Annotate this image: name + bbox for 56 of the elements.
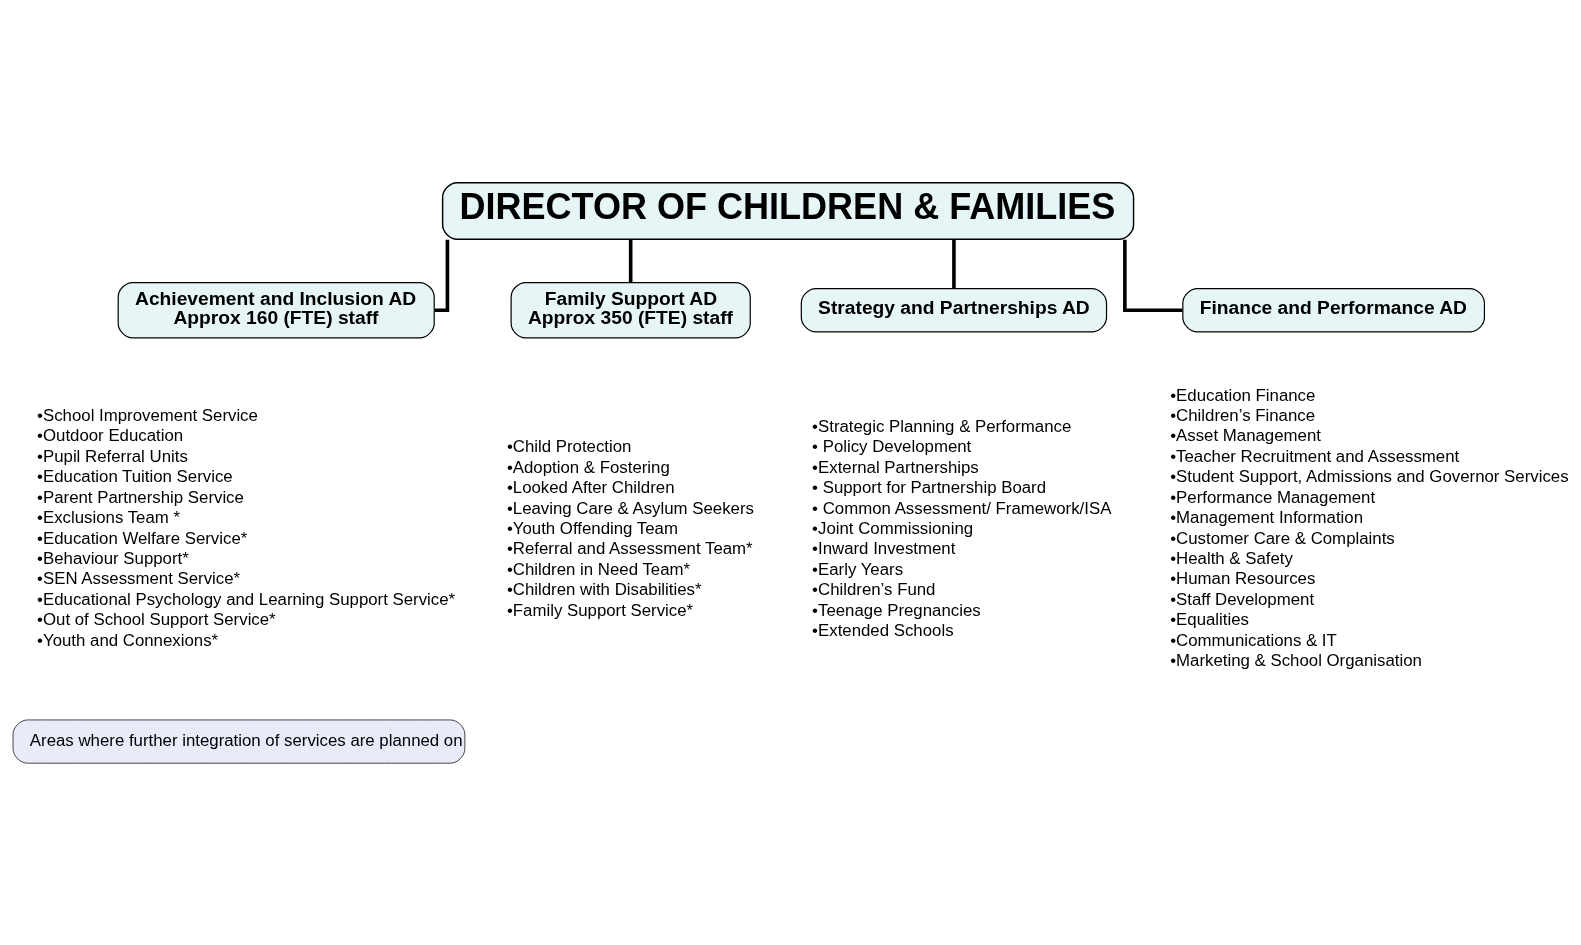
- node-label: •External Partnerships: [812, 457, 979, 477]
- node-label: •Parent Partnership Service: [37, 487, 244, 507]
- node-label: •Out of School Support Service*: [37, 609, 276, 629]
- node-label: •Marketing & School Organisation: [1170, 650, 1422, 670]
- node-label: •Inward Investment: [812, 538, 956, 558]
- node-label: •Extended Schools: [812, 620, 954, 640]
- node-label: •Child Protection: [506, 436, 632, 456]
- node-label: •Pupil Referral Units: [37, 446, 188, 466]
- node-label: •Asset Management: [1170, 425, 1321, 445]
- node-label: •Staff Development: [1170, 589, 1315, 609]
- node-label: •Early Years: [812, 559, 904, 579]
- node-label: •Children’s Fund: [812, 579, 936, 599]
- node-box: Strategy and Partnerships AD: [800, 287, 1108, 332]
- node-box: Family Support AD Approx 350 (FTE) staff: [510, 281, 751, 338]
- node-label: •Student Support, Admissions and Governor Services: [1170, 466, 1569, 486]
- node-label: •Referral and Assessment Team*: [506, 538, 753, 558]
- node-label: •Outdoor Education: [37, 425, 184, 445]
- node-label: •Adoption & Fostering: [506, 457, 670, 477]
- node-label: •Strategic Planning & Performance: [812, 416, 1072, 436]
- connector: [1123, 239, 1183, 312]
- connector: [628, 239, 633, 282]
- node-label: •Leaving Care & Asylum Seekers: [506, 497, 754, 517]
- node-label: •SEN Assessment Service*: [37, 568, 241, 588]
- node-label: •Educational Psychology and Learning Support Service*: [37, 589, 456, 609]
- node-box: Areas where further integration of services are planned on: [12, 719, 466, 764]
- node-label: •Joint Commissioning: [812, 518, 974, 538]
- node-label: •Equalities: [1170, 609, 1250, 629]
- node-label: •Behaviour Support*: [37, 548, 189, 568]
- node-label: • Support for Partnership Board: [812, 477, 1047, 497]
- node-label: •Youth and Connexions*: [37, 630, 219, 650]
- node-label: •Exclusions Team *: [37, 507, 181, 527]
- node-label: •Teenage Pregnancies: [812, 600, 981, 620]
- connector: [952, 239, 956, 288]
- node-label: •Communications & IT: [1170, 630, 1337, 650]
- node-label: •Teacher Recruitment and Assessment: [1170, 446, 1460, 466]
- node-label: •Health & Safety: [1170, 548, 1293, 568]
- node-label: •Customer Care & Complaints: [1170, 528, 1395, 548]
- node-label: •Education Tuition Service: [37, 466, 233, 486]
- node-label: •Human Resources: [1170, 568, 1316, 588]
- node-label: •Education Welfare Service*: [37, 528, 248, 548]
- node-label: • Policy Development: [812, 436, 972, 456]
- node-label: •Management Information: [1170, 507, 1364, 527]
- node-label: •Looked After Children: [506, 477, 675, 497]
- node-label: •Children in Need Team*: [506, 559, 691, 579]
- node-label: •School Improvement Service: [37, 405, 258, 425]
- node-label: •Youth Offending Team: [506, 518, 678, 538]
- node-label: •Family Support Service*: [506, 600, 694, 620]
- node-label: • Common Assessment/ Framework/ISA: [812, 497, 1112, 517]
- node-box: Finance and Performance AD: [1182, 287, 1486, 332]
- node-box: Achievement and Inclusion AD Approx 160 (FTE) staff: [117, 281, 435, 338]
- node-label: •Education Finance: [1170, 385, 1316, 405]
- node-label: •Children’s Finance: [1170, 405, 1316, 425]
- node-label: •Children with Disabilities*: [506, 579, 702, 599]
- node-box: DIRECTOR OF CHILDREN & FAMILIES: [441, 181, 1135, 240]
- connector: [434, 239, 450, 312]
- node-label: •Performance Management: [1170, 487, 1376, 507]
